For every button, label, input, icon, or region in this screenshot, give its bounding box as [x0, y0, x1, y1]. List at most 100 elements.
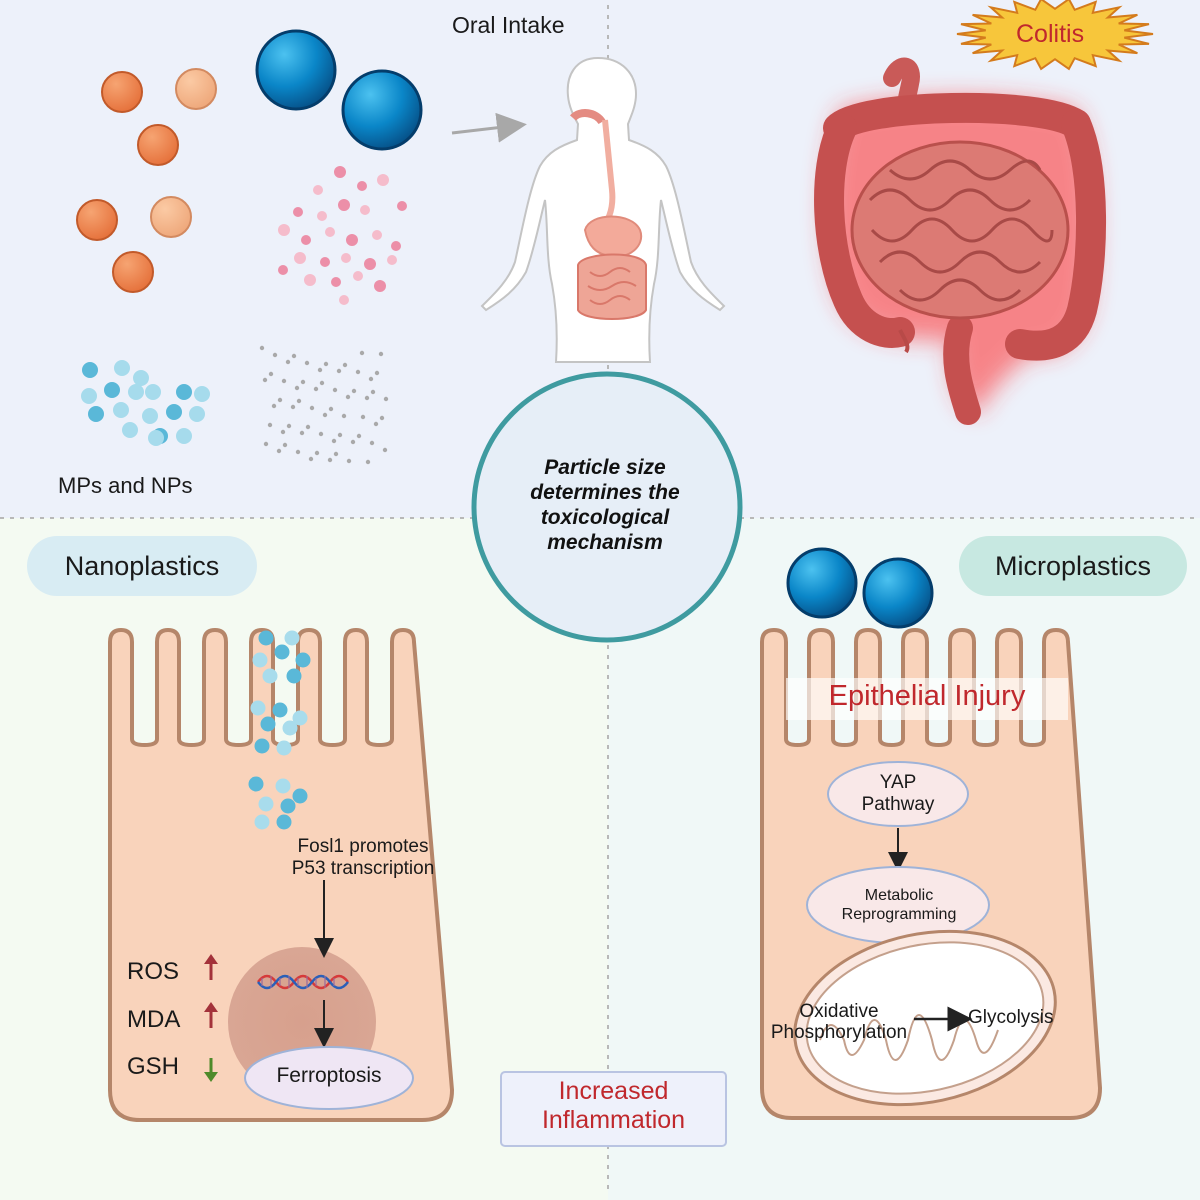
pink-nanoparticle	[338, 199, 350, 211]
gray-nanoparticle	[356, 433, 362, 439]
oral-intake-label: Oral Intake	[452, 12, 565, 38]
epithelial-injury-band	[786, 678, 1068, 720]
cell-nanoparticle	[262, 668, 278, 684]
blue-microplastics-cell	[786, 547, 934, 629]
center-line-2: determines the	[530, 481, 680, 504]
cyan-nanoparticle	[166, 404, 182, 420]
cyan-nanoparticle	[176, 384, 192, 400]
gray-nanoparticle	[314, 450, 320, 456]
gray-nanoparticle	[308, 456, 314, 462]
cyan-nanoparticle	[81, 388, 97, 404]
cell-nanoparticle	[258, 630, 274, 646]
colitis-label: Colitis	[1016, 20, 1085, 48]
gray-nanoparticle	[313, 386, 319, 392]
glycolysis-label: Glycolysis	[968, 1007, 1054, 1028]
pink-nanoparticle	[360, 205, 370, 215]
gray-nanoparticle	[291, 353, 297, 359]
gray-nanoparticle	[337, 432, 343, 438]
blue-microplastics-top	[255, 29, 423, 151]
cell-nanoparticle	[252, 652, 268, 668]
gray-nanoparticle	[379, 415, 385, 421]
gray-nanoparticle	[369, 440, 375, 446]
gray-nanoparticle	[294, 385, 300, 391]
cyan-nanoparticle	[88, 406, 104, 422]
inflammation-line-1: Increased	[558, 1077, 669, 1105]
gray-nanoparticle	[332, 387, 338, 393]
cell-nanoparticle	[272, 702, 288, 718]
pink-nanoparticle	[377, 174, 389, 186]
gray-nanoparticle	[374, 370, 380, 376]
cell-nanoparticle	[276, 814, 292, 830]
gray-nanoparticle	[280, 429, 286, 435]
cell-nanoparticle	[292, 788, 308, 804]
gray-nanoparticle	[360, 414, 366, 420]
gray-nanoparticle	[368, 376, 374, 382]
nanoparticles-in-cell	[248, 630, 311, 830]
gray-nanoparticle	[378, 351, 384, 357]
metabolic-line-2: Reprogramming	[841, 906, 957, 923]
cyan-nanoparticle	[104, 382, 120, 398]
cell-nanoparticle	[275, 778, 291, 794]
gsh-label: GSH	[127, 1053, 180, 1080]
cyan-nanoparticle	[145, 384, 161, 400]
ros-up-arrow	[204, 954, 218, 980]
oxphos-text: Oxidative Phosphorylation	[760, 1001, 918, 1043]
pink-nanoparticle	[301, 235, 311, 245]
pink-nanoparticle	[325, 227, 335, 237]
pink-nanoparticle	[374, 280, 386, 292]
ferroptosis-bubble	[244, 1046, 414, 1110]
cell-nanoparticle	[258, 796, 274, 812]
gray-nanoparticle	[262, 377, 268, 383]
gray-nanoparticle	[281, 378, 287, 384]
gray-nanoparticle	[345, 394, 351, 400]
gray-nanoparticle	[282, 442, 288, 448]
orange-particles	[76, 68, 217, 293]
gray-nanoparticle	[336, 368, 342, 374]
gray-nanoparticle	[370, 389, 376, 395]
gray-nanoparticle	[350, 439, 356, 445]
cell-nanoparticle	[254, 814, 270, 830]
pink-nanoparticle	[278, 265, 288, 275]
cyan-nanoparticle	[122, 422, 138, 438]
central-circle	[471, 371, 743, 643]
inflammation-text: Increased Inflammation	[501, 1077, 726, 1135]
nanoplastics-pill: Nanoplastics	[27, 536, 257, 596]
gray-nanoparticle	[290, 404, 296, 410]
gray-nanoparticle	[322, 412, 328, 418]
ferroptosis-label: Ferroptosis	[276, 1064, 382, 1087]
fosl1-text: Fosl1 promotes P53 transcription	[278, 836, 448, 880]
pink-nanoparticle	[346, 234, 358, 246]
pink-nanoparticle	[317, 211, 327, 221]
cyan-nanoparticle	[189, 406, 205, 422]
gray-nanoparticle	[286, 423, 292, 429]
gray-nanoparticle	[259, 345, 265, 351]
pink-nanoparticle	[313, 185, 323, 195]
cyan-nanoparticle	[133, 370, 149, 386]
gray-nanoparticle	[272, 352, 278, 358]
cell-nanoparticle	[248, 776, 264, 792]
gray-nanoparticle	[365, 459, 371, 465]
mda-up-arrow	[204, 1002, 218, 1028]
pink-nanoparticle	[339, 295, 349, 305]
dna-icon	[257, 974, 349, 990]
gray-nanoparticle	[304, 360, 310, 366]
human-body	[480, 56, 726, 363]
pink-nanoparticle	[397, 201, 407, 211]
pink-nanoparticle	[320, 257, 330, 267]
cell-nanoparticle	[282, 720, 298, 736]
cyan-nanoparticle	[114, 360, 130, 376]
gray-nanoparticle	[305, 424, 311, 430]
gray-nanoparticle	[300, 379, 306, 385]
gray-nanoparticle	[342, 362, 348, 368]
center-line-4: mechanism	[547, 531, 663, 554]
cell-nanoparticle	[280, 798, 296, 814]
gray-nanoparticle	[373, 421, 379, 427]
cyan-nanoparticle	[148, 430, 164, 446]
cell-nanoparticle	[292, 710, 308, 726]
fosl1-line-1: Fosl1 promotes	[297, 836, 429, 857]
center-line-1: Particle size	[544, 456, 666, 479]
gray-nanoparticle	[295, 449, 301, 455]
gray-nanoparticle	[299, 430, 305, 436]
gray-nanoparticle	[319, 380, 325, 386]
